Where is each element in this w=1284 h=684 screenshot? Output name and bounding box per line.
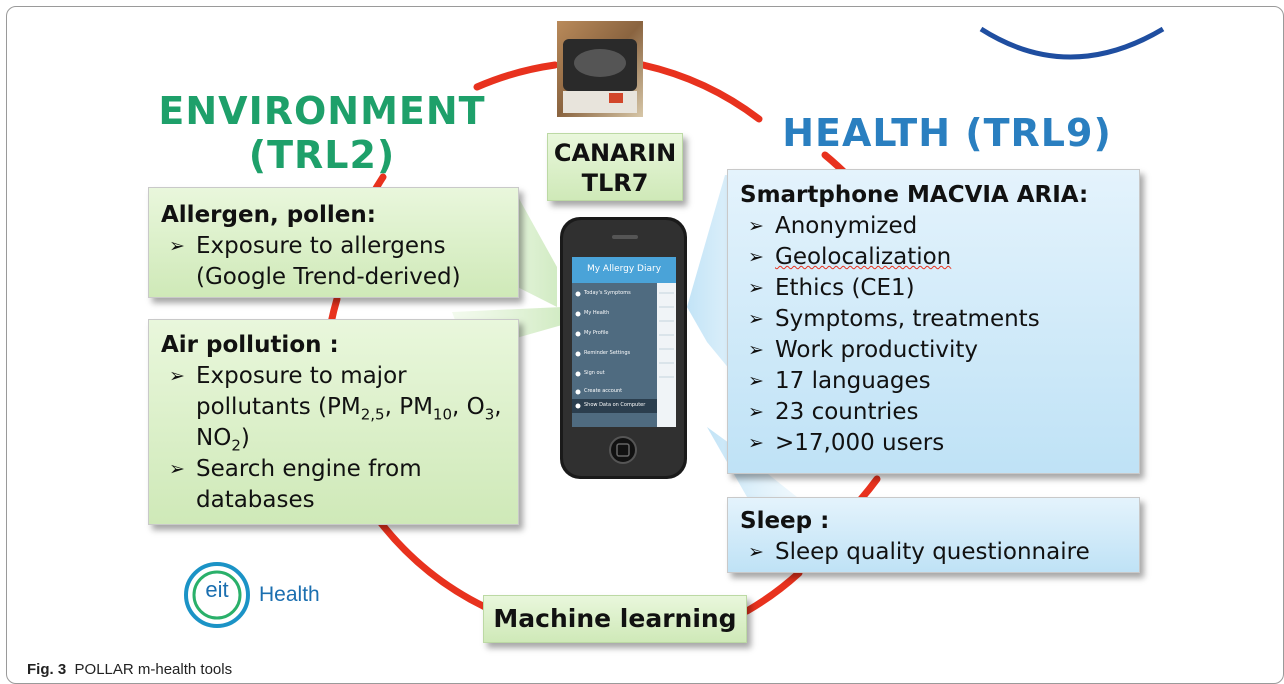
blue-arc (979, 26, 1165, 60)
bullet-arrow-icon: ➢ (748, 277, 764, 299)
cycle-arc-right-mid (857, 475, 881, 503)
canarin-photo (557, 21, 643, 117)
smartphone-aria-box: Smartphone MACVIA ARIA: ➢Anonymized ➢Geo… (727, 169, 1140, 474)
allergen-item: ➢ Exposure to allergens (Google Trend-der… (161, 231, 508, 293)
cycle-arc-bottom-right (743, 569, 803, 615)
bullet-arrow-icon: ➢ (169, 365, 185, 387)
bullet-arrow-icon: ➢ (748, 215, 764, 237)
aria-item: ➢23 countries (740, 397, 1129, 428)
air-item-text: Exposure to major pollutants (PM2,5, PM1… (196, 363, 502, 455)
sleep-box: Sleep : ➢Sleep quality questionnaire (727, 497, 1140, 573)
health-heading: HEALTH (TRL9) (782, 111, 1112, 155)
aria-item: ➢>17,000 users (740, 428, 1129, 459)
allergen-box: Allergen, pollen: ➢ Exposure to allergens… (148, 187, 519, 298)
cycle-arc-bottom-left (377, 519, 489, 611)
eit-mark: eit (205, 577, 229, 602)
bullet-arrow-icon: ➢ (169, 458, 185, 480)
phone-screen: My Allergy Diary Today's Symptoms My Hea… (572, 257, 676, 427)
phone-menu-item[interactable]: Sign out (584, 370, 605, 376)
sleep-title: Sleep : (740, 508, 830, 534)
aria-item: ➢Anonymized (740, 211, 1129, 242)
figure-frame: My Allergy Diary Today's Symptoms My Hea… (6, 6, 1284, 684)
air-pollution-item: ➢ Exposure to major pollutants (PM2,5, PM… (161, 361, 508, 454)
health-word: Health (259, 583, 320, 606)
bullet-arrow-icon: ➢ (169, 235, 185, 257)
canarin-label: CANARIN TLR7 (547, 133, 683, 201)
phone-menu-item[interactable]: Today's Symptoms (584, 290, 631, 296)
air-pollution-title: Air pollution : (161, 332, 339, 358)
bullet-arrow-icon: ➢ (748, 541, 764, 563)
allergen-title: Allergen, pollen: (161, 202, 376, 228)
air-pollution-list: ➢ Exposure to major pollutants (PM2,5, PM… (161, 361, 508, 516)
phone-menu-item[interactable]: Create account (584, 388, 623, 394)
environment-heading: ENVIRONMENT (TRL2) (147, 89, 497, 177)
bullet-arrow-icon: ➢ (748, 432, 764, 454)
phone-menu-item[interactable]: My Profile (584, 330, 609, 336)
cycle-arc-top-left (473, 61, 559, 91)
phone-app-header: My Allergy Diary (586, 264, 662, 274)
smartphone-aria-title: Smartphone MACVIA ARIA: (740, 182, 1089, 208)
eit-health-logo (184, 562, 250, 628)
air-item-text: Search engine from databases (196, 456, 422, 513)
environment-heading-line2: (TRL2) (248, 133, 396, 177)
smartphone-aria-list: ➢Anonymized ➢Geolocalization ➢Ethics (CE… (740, 211, 1129, 459)
canarin-label-line1: CANARIN (553, 139, 677, 167)
bullet-arrow-icon: ➢ (748, 370, 764, 392)
cycle-arc-top-right (639, 61, 763, 123)
sleep-list: ➢Sleep quality questionnaire (740, 537, 1129, 568)
phone-menu-item[interactable]: My Health (584, 310, 610, 316)
bullet-arrow-icon: ➢ (748, 246, 764, 268)
machine-learning-label: Machine learning (483, 595, 747, 643)
sleep-item: ➢Sleep quality questionnaire (740, 537, 1129, 568)
air-pollution-box: Air pollution : ➢ Exposure to major pollu… (148, 319, 519, 525)
aria-item: ➢17 languages (740, 366, 1129, 397)
environment-heading-line1: ENVIRONMENT (158, 89, 486, 133)
bullet-arrow-icon: ➢ (748, 339, 764, 361)
canarin-label-line2: TLR7 (581, 169, 649, 197)
bullet-arrow-icon: ➢ (748, 308, 764, 330)
aria-item: ➢Work productivity (740, 335, 1129, 366)
aria-item: ➢Ethics (CE1) (740, 273, 1129, 304)
machine-learning-text: Machine learning (493, 604, 737, 633)
air-pollution-item: ➢ Search engine from databases (161, 454, 508, 516)
caption-label: Fig. 3 (27, 661, 67, 678)
caption-text: POLLAR m-health tools (74, 661, 233, 678)
figure-caption: Fig. 3 POLLAR m-health tools (27, 661, 232, 678)
phone-menu-item[interactable]: Reminder Settings (584, 350, 631, 356)
bullet-arrow-icon: ➢ (748, 401, 764, 423)
phone-menu-item[interactable]: Show Data on Computer (584, 402, 646, 408)
smartphone (560, 217, 687, 479)
cycle-ring (327, 61, 881, 615)
allergen-item-text: Exposure to allergens (Google Trend-deri… (196, 233, 461, 290)
allergen-list: ➢ Exposure to allergens (Google Trend-der… (161, 231, 508, 293)
aria-item: ➢Symptoms, treatments (740, 304, 1129, 335)
aria-item: ➢Geolocalization (740, 242, 1129, 273)
